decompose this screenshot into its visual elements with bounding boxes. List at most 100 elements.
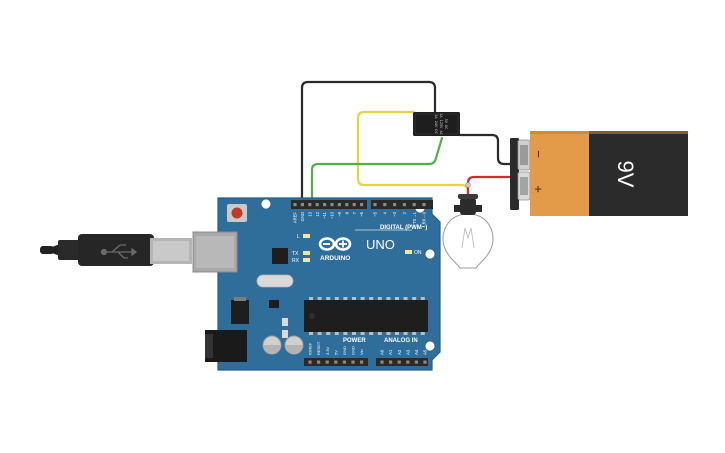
chip-pin — [403, 297, 408, 300]
header-pin[interactable] — [317, 360, 321, 364]
battery-9v[interactable]: − + 9V — [510, 131, 688, 216]
status-leds: L TX RX ON — [292, 234, 422, 264]
relay-label-2: 1A 125V AC — [439, 113, 443, 135]
chip-pin — [420, 297, 425, 300]
header-pin[interactable] — [342, 360, 346, 364]
digital-pin-label: ~9 — [337, 211, 342, 216]
relay-label-3: 1A 24V DC — [434, 114, 438, 133]
header-pin[interactable] — [308, 360, 312, 364]
wire-green-pin13-to-relay[interactable] — [310, 136, 444, 214]
header-pin[interactable] — [393, 203, 397, 207]
header-pin[interactable] — [325, 360, 329, 364]
light-bulb[interactable] — [442, 194, 494, 269]
power-pin-label: 5V — [333, 350, 338, 355]
chip-pin — [309, 332, 313, 335]
header-pin[interactable] — [373, 203, 377, 207]
header-pin[interactable] — [412, 203, 416, 207]
header-pin[interactable] — [334, 360, 338, 364]
header-pin[interactable] — [300, 203, 304, 207]
chip-pin — [334, 332, 339, 335]
chip-pin — [377, 297, 382, 300]
digital-header-label: DIGITAL (PWM~) — [380, 225, 427, 231]
wire-black-gnd-to-relay[interactable] — [300, 80, 437, 214]
chip-pin — [412, 332, 417, 335]
header-pin[interactable] — [352, 203, 356, 207]
chip-pin — [412, 297, 417, 300]
header-pin[interactable] — [397, 360, 401, 364]
analog-pin-label: A2 — [397, 349, 402, 355]
digital-pin-label: 7 — [352, 211, 357, 214]
battery-minus-label: − — [531, 150, 546, 158]
chip-pin — [386, 297, 391, 300]
header-pin[interactable] — [345, 203, 349, 207]
chip-pin — [386, 332, 391, 335]
reset-button[interactable] — [227, 204, 247, 222]
power-pin-label: IOREF — [308, 342, 313, 355]
chip-pin — [403, 332, 408, 335]
chip-pin — [369, 297, 374, 300]
header-pin[interactable] — [402, 203, 406, 207]
digital-pin-label: GND — [300, 212, 305, 221]
header-pin[interactable] — [360, 360, 364, 364]
header-pin[interactable] — [323, 203, 327, 207]
usb-cable[interactable] — [40, 234, 192, 266]
header-pin[interactable] — [383, 203, 387, 207]
board-model: UNO — [366, 237, 395, 252]
chip-pin — [317, 332, 322, 335]
digital-pin-label: AREF — [293, 212, 298, 224]
led-label-on: ON — [414, 250, 422, 256]
header-pin[interactable] — [423, 360, 427, 364]
chip-pin — [395, 297, 399, 300]
chip-pin — [309, 297, 313, 300]
led-label-tx: TX — [292, 251, 299, 257]
power-header[interactable] — [304, 358, 368, 366]
header-pin[interactable] — [414, 360, 418, 364]
capacitors — [262, 335, 304, 355]
relay-module[interactable]: 5V DC 1A 125V AC 1A 24V DC — [413, 112, 460, 136]
header-pin[interactable] — [406, 360, 410, 364]
digital-pin-label: 2 — [402, 211, 407, 214]
analog-label: ANALOG IN — [384, 338, 418, 344]
board-brand: ARDUINO — [320, 255, 350, 262]
usb-chip — [272, 248, 288, 264]
chip-pin — [326, 332, 331, 335]
power-label: POWER — [343, 338, 366, 344]
digital-pin-label: 12 — [315, 211, 320, 216]
header-pin[interactable] — [380, 360, 384, 364]
digital-pin-label: RX←0 — [422, 211, 427, 224]
header-pin[interactable] — [389, 360, 393, 364]
chip-pin — [369, 332, 374, 335]
analog-pin-label: A1 — [388, 349, 393, 355]
wire-red-bulb-to-battery[interactable] — [466, 175, 518, 198]
chip-pin — [352, 332, 356, 335]
analog-pin-label: A4 — [414, 349, 419, 355]
header-pin[interactable] — [293, 203, 297, 207]
digital-pin-label: 8 — [344, 211, 349, 214]
header-pin[interactable] — [337, 203, 341, 207]
analog-pin-label: A0 — [380, 349, 385, 355]
header-pin[interactable] — [351, 360, 355, 364]
chip-pin — [360, 297, 365, 300]
digital-header[interactable] — [291, 200, 433, 209]
led-label-rx: RX — [292, 258, 300, 264]
wire-black-relay-to-battery[interactable] — [458, 133, 518, 166]
power-pin-label: Vin — [359, 349, 364, 355]
chip-pin — [317, 297, 322, 300]
chip-pin — [360, 332, 365, 335]
chip-pin — [352, 297, 356, 300]
header-pin[interactable] — [422, 203, 426, 207]
header-pin[interactable] — [315, 203, 319, 207]
header-pin[interactable] — [360, 203, 364, 207]
chip-pin — [326, 297, 331, 300]
wires — [300, 80, 519, 214]
analog-header[interactable] — [376, 358, 428, 366]
header-pin[interactable] — [308, 203, 312, 207]
digital-pin-label: 13 — [307, 211, 312, 216]
header-pin[interactable] — [330, 203, 334, 207]
led-label-l: L — [297, 234, 300, 240]
